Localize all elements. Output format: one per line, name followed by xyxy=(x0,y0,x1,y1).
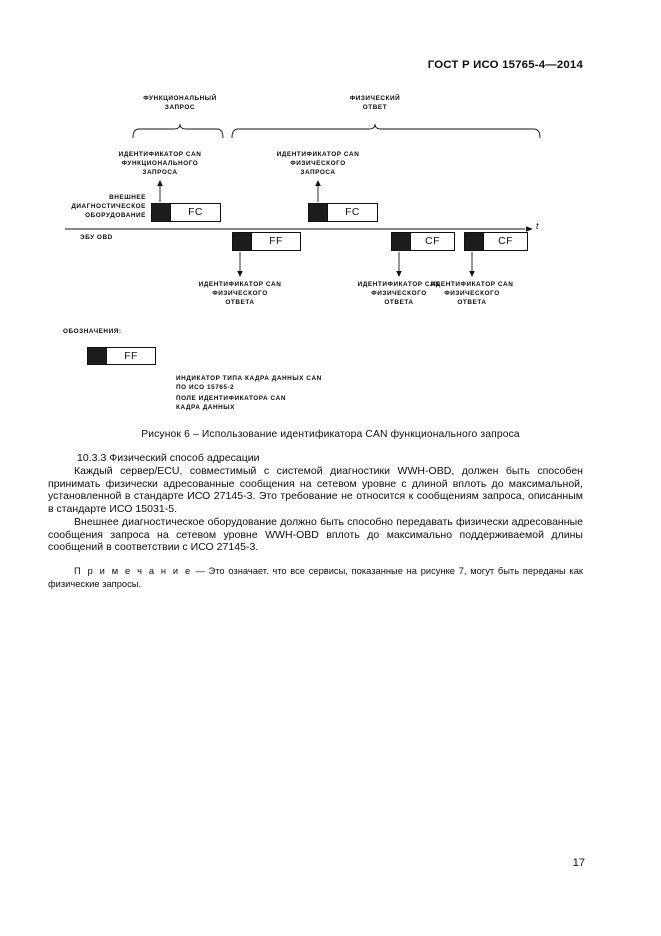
callout-can-physical-response-2-line2: ФИЗИЧЕСКОГО xyxy=(371,289,427,297)
can-identifier-field xyxy=(152,204,171,221)
callout-can-physical-response-1-line2: ФИЗИЧЕСКОГО xyxy=(212,289,268,297)
paragraph-external-test-equipment: Внешнее диагностическое оборудование дол… xyxy=(48,516,583,554)
callout-can-physical-request-line3: ЗАПРОСА xyxy=(300,168,336,176)
frame-type-label: CF xyxy=(425,236,440,247)
page-number: 17 xyxy=(572,857,585,869)
actor-label-external-test-equipment: ВНЕШНЕЕ ДИАГНОСТИЧЕСКОЕ ОБОРУДОВАНИЕ xyxy=(71,194,146,221)
figure-6: ФУНКЦИОНАЛЬНЫЙ ЗАПРОС ФИЗИЧЕСКИЙ ОТВЕТ И… xyxy=(0,0,661,411)
frame-type-label: FC xyxy=(345,207,360,218)
callout-can-functional-request-line1: ИДЕНТИФИКАТОР CAN xyxy=(118,151,202,158)
actor-label-external-test-equipment-line1: ВНЕШНЕЕ xyxy=(109,194,146,201)
callout-can-physical-response-1-line3: ОТВЕТА xyxy=(225,298,255,306)
can-identifier-field xyxy=(233,233,252,250)
figure-linework xyxy=(65,123,541,277)
callout-can-physical-response-3-line3: ОТВЕТА xyxy=(457,298,487,306)
paragraph-server-ecu: Каждый сервер/ECU, совместимый с системо… xyxy=(48,465,583,515)
legend-title: ОБОЗНАЧЕНИЯ: xyxy=(63,328,122,335)
callout-can-physical-response-3-line2: ФИЗИЧЕСКОГО xyxy=(444,289,500,297)
note-block: П р и м е ч а н и е — Это означает. что … xyxy=(48,565,583,590)
frame-type-label: CF xyxy=(498,236,513,247)
can-identifier-field xyxy=(392,233,411,250)
actor-label-external-test-equipment-line2: ДИАГНОСТИЧЕСКОЕ xyxy=(71,202,146,210)
callout-can-functional-request-line2: ФУНКЦИОНАЛЬНОГО xyxy=(121,159,199,167)
callout-can-physical-response-2-line3: ОТВЕТА xyxy=(384,298,414,306)
callout-can-physical-request: ИДЕНТИФИКАТОР CAN ФИЗИЧЕСКОГО ЗАПРОСА xyxy=(277,151,360,178)
frame-cf-1: CF xyxy=(391,232,455,251)
note-text: — Это означает. что все сервисы, показан… xyxy=(48,566,583,589)
callout-can-physical-response-3: ИДЕНТИФИКАТОР CAN ФИЗИЧЕСКОГО ОТВЕТА xyxy=(431,281,514,308)
brace-label-physical-response-line2: ОТВЕТ xyxy=(362,103,388,111)
frame-type-label: FF xyxy=(124,350,138,362)
frame-type-label: FC xyxy=(188,207,203,218)
callout-can-functional-request-line3: ЗАПРОСА xyxy=(142,168,178,176)
can-identifier-field xyxy=(309,204,328,221)
callout-can-physical-response-1-line1: ИДЕНТИФИКАТОР CAN xyxy=(198,281,282,288)
brace-label-functional-request-line1: ФУНКЦИОНАЛЬНЫЙ xyxy=(143,95,217,102)
callout-can-physical-response-1: ИДЕНТИФИКАТОР CAN ФИЗИЧЕСКОГО ОТВЕТА xyxy=(199,281,282,308)
legend-note-can-identifier-field-line1: ПОЛЕ ИДЕНТИФИКАТОРА CAN xyxy=(176,395,286,402)
callout-can-physical-response-3-line1: ИДЕНТИФИКАТОР CAN xyxy=(430,281,514,288)
legend-note-frame-type-indicator-line2: ПО ИСО 15765-2 xyxy=(176,383,235,391)
callout-can-functional-request: ИДЕНТИФИКАТОР CAN ФУНКЦИОНАЛЬНОГО ЗАПРОС… xyxy=(119,151,202,178)
legend-note-frame-type-indicator: ИНДИКАТОР ТИПА КАДРА ДАННЫХ CAN ПО ИСО 1… xyxy=(176,375,322,393)
brace-label-functional-request: ФУНКЦИОНАЛЬНЫЙ ЗАПРОС xyxy=(143,95,217,113)
brace-label-functional-request-line2: ЗАПРОС xyxy=(164,103,196,111)
frame-fc-1: FC xyxy=(151,203,221,222)
standard-header: ГОСТ Р ИСО 15765-4—2014 xyxy=(427,59,583,71)
frame-type-label: FF xyxy=(269,236,283,247)
brace-label-physical-response-line1: ФИЗИЧЕСКИЙ xyxy=(349,95,401,102)
note-label: П р и м е ч а н и е xyxy=(74,566,192,576)
can-identifier-field xyxy=(465,233,484,250)
can-identifier-field xyxy=(88,348,107,364)
actor-label-external-test-equipment-line3: ОБОРУДОВАНИЕ xyxy=(85,211,146,219)
legend-note-can-identifier-field-line2: КАДРА ДАННЫХ xyxy=(176,403,235,411)
callout-can-physical-request-line2: ФИЗИЧЕСКОГО xyxy=(290,159,346,167)
callout-can-physical-response-2-line1: ИДЕНТИФИКАТОР CAN xyxy=(357,281,441,288)
figure-caption: Рисунок 6 – Использование идентификатора… xyxy=(141,429,520,440)
legend-note-frame-type-indicator-line1: ИНДИКАТОР ТИПА КАДРА ДАННЫХ CAN xyxy=(176,375,322,382)
frame-ff: FF xyxy=(232,232,301,251)
legend-note-can-identifier-field: ПОЛЕ ИДЕНТИФИКАТОРА CAN КАДРА ДАННЫХ xyxy=(176,395,286,413)
section-heading-10-3-3: 10.3.3 Физический способ адресации xyxy=(77,452,260,464)
callout-can-physical-response-2: ИДЕНТИФИКАТОР CAN ФИЗИЧЕСКОГО ОТВЕТА xyxy=(358,281,441,308)
brace-label-physical-response: ФИЗИЧЕСКИЙ ОТВЕТ xyxy=(350,95,401,113)
time-axis-label: t xyxy=(536,221,539,231)
frame-fc-2: FC xyxy=(308,203,378,222)
legend-sample-frame: FF xyxy=(87,347,156,365)
frame-cf-2: CF xyxy=(464,232,528,251)
actor-label-obd-ecu: ЭБУ OBD xyxy=(80,234,113,241)
callout-can-physical-request-line1: ИДЕНТИФИКАТОР CAN xyxy=(276,151,360,158)
